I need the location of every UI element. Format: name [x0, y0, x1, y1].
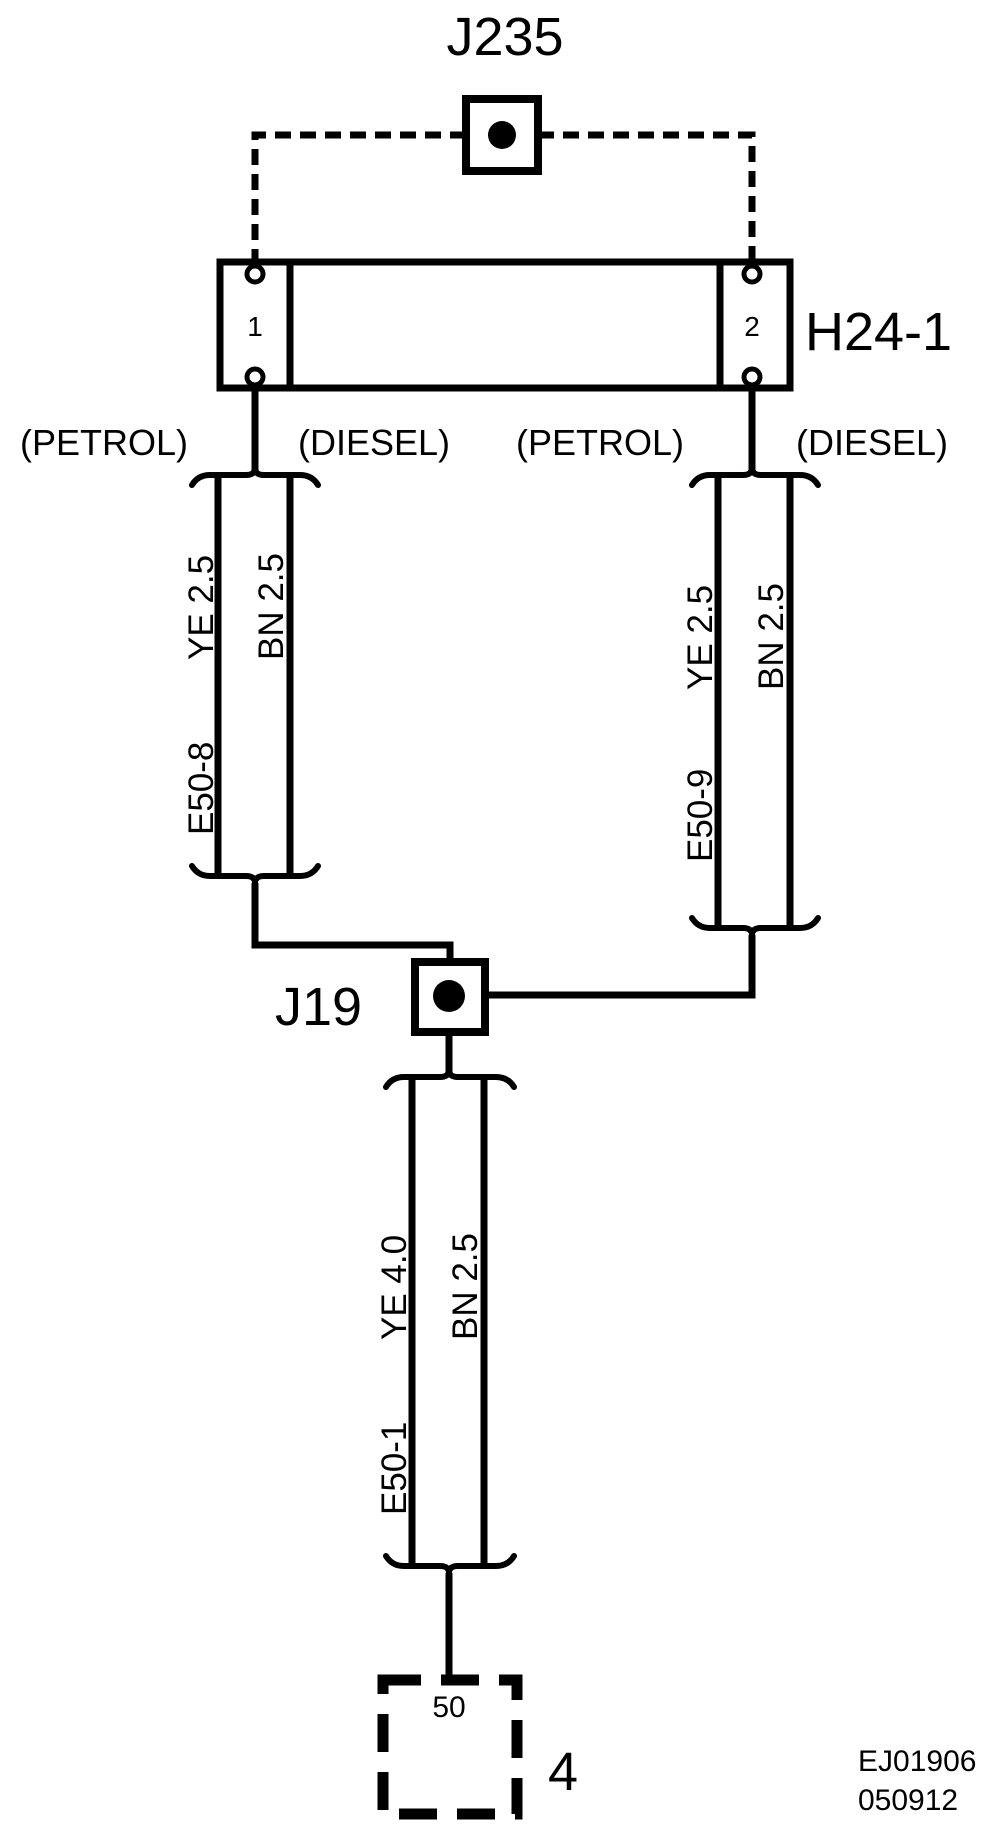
wire-label-left-diesel: BN 2.5	[252, 553, 291, 660]
component-pin-50: 50	[432, 1691, 465, 1724]
splice-label-j235: J235	[446, 7, 563, 67]
harness-label-e50-9: E50-9	[681, 769, 720, 862]
option-left-diesel: (DIESEL)	[298, 422, 450, 463]
wire-label-left-petrol: YE 2.5	[182, 555, 221, 660]
connector-h24-1	[216, 258, 794, 392]
brace-bottom-top	[383, 1067, 517, 1090]
pin2-bottom-terminal	[741, 366, 763, 388]
dashed-link-right	[538, 131, 756, 268]
connector-label-h24-1: H24-1	[805, 302, 952, 362]
brace-bottom-bottom	[383, 1553, 517, 1576]
option-left-petrol: (PETROL)	[20, 422, 188, 463]
connector-pin2-label: 2	[744, 311, 760, 342]
splice-label-j19: J19	[275, 977, 362, 1037]
brace-right-bottom	[689, 915, 821, 938]
link-right-to-j19	[485, 935, 756, 999]
pin1-bottom-terminal	[244, 366, 266, 388]
splice-j19-dot	[433, 980, 465, 1012]
reference-code: EJ01906	[858, 1745, 976, 1778]
dashed-link-left	[251, 131, 466, 268]
brace-right-top	[689, 465, 821, 488]
option-right-diesel: (DIESEL)	[796, 422, 948, 463]
brace-left-top	[189, 465, 321, 488]
wire-label-bottom-diesel: BN 2.5	[446, 1233, 485, 1340]
harness-label-e50-8: E50-8	[182, 742, 221, 835]
wire-label-right-diesel: BN 2.5	[752, 583, 791, 690]
wire-label-right-petrol: YE 2.5	[681, 585, 720, 690]
component-number: 4	[548, 1742, 578, 1802]
link-left-to-j19	[251, 883, 454, 962]
brace-left-bottom	[189, 863, 321, 886]
harness-label-e50-1: E50-1	[375, 1422, 414, 1515]
reference-date: 050912	[858, 1784, 958, 1817]
option-right-petrol: (PETROL)	[516, 422, 684, 463]
component-4-outline	[377, 1674, 523, 1820]
wire-label-bottom-petrol: YE 4.0	[375, 1235, 414, 1340]
splice-j235-dot	[488, 121, 516, 149]
pin1-top-terminal	[244, 263, 266, 285]
pin2-top-terminal	[741, 263, 763, 285]
connector-pin1-label: 1	[247, 311, 263, 342]
